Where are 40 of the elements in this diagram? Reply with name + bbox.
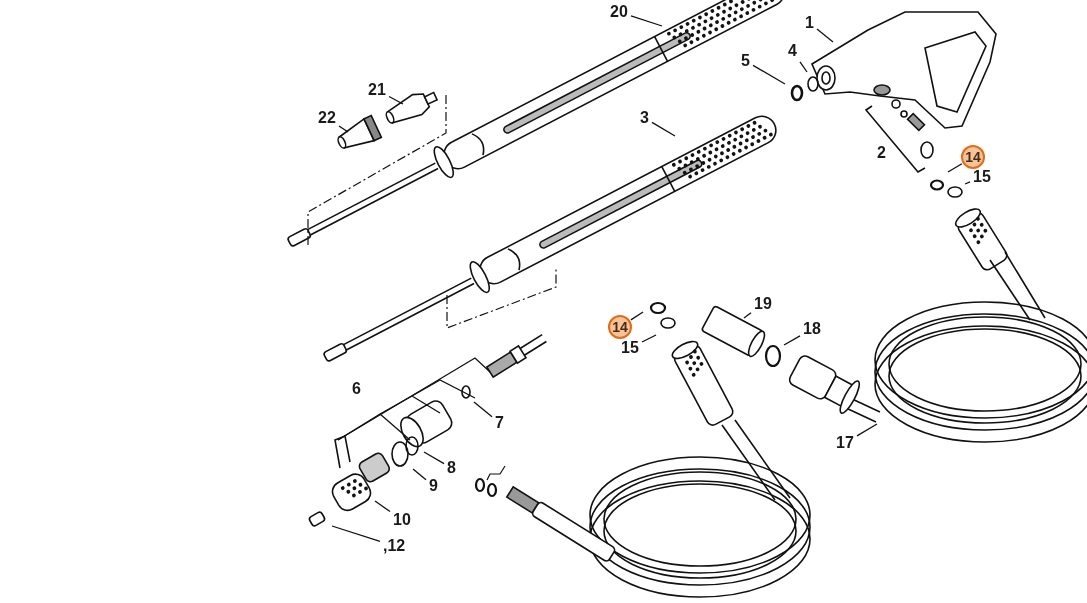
leader-line xyxy=(338,125,349,133)
leader-line xyxy=(799,61,808,73)
callout-number: 4 xyxy=(787,42,798,60)
leader-line xyxy=(331,525,381,543)
callout-number: 19 xyxy=(753,295,773,313)
leader-line xyxy=(388,95,404,105)
highlighted-callout-number: 14 xyxy=(608,315,632,339)
leader-line xyxy=(964,181,971,185)
callout-number: 6 xyxy=(351,380,362,398)
callout-number: ,12 xyxy=(382,537,407,555)
callout-number: 10 xyxy=(392,511,412,529)
leader-line xyxy=(752,64,786,85)
callout-number: 20 xyxy=(609,3,629,21)
leader-line xyxy=(374,500,391,513)
leader-line xyxy=(743,312,752,319)
callout-number: 21 xyxy=(367,81,387,99)
leader-line xyxy=(947,163,963,173)
callout-number: 7 xyxy=(494,414,505,432)
leader-line xyxy=(412,468,427,481)
leader-line xyxy=(816,28,834,43)
callout-number: 8 xyxy=(446,459,457,477)
callout-number: 3 xyxy=(639,109,650,127)
leader-line xyxy=(651,121,676,137)
callout-number: 5 xyxy=(740,52,751,70)
leader-line xyxy=(856,423,878,437)
callout-number: 2 xyxy=(876,144,887,162)
highlighted-callout-number: 14 xyxy=(961,145,985,169)
callout-number: 22 xyxy=(317,109,337,127)
callout-number: 18 xyxy=(802,320,822,338)
leader-line xyxy=(473,401,493,418)
leader-line xyxy=(423,451,445,465)
leader-line xyxy=(783,335,801,346)
callout-number: 15 xyxy=(620,339,640,357)
leader-line xyxy=(630,15,663,27)
leader-line xyxy=(641,334,657,343)
callout-number: 15 xyxy=(972,168,992,186)
callout-number: 17 xyxy=(835,434,855,452)
callout-number: 9 xyxy=(428,477,439,495)
leader-line xyxy=(630,311,644,321)
callout-number: 1 xyxy=(804,14,815,32)
